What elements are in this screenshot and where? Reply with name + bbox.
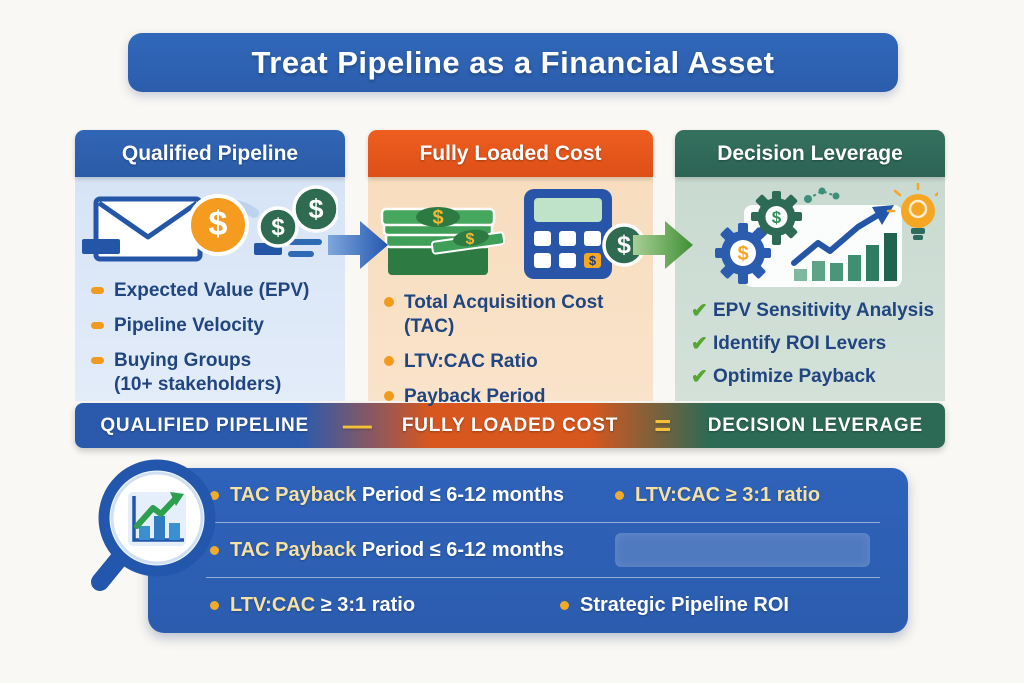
equation-term-fully-loaded-cost: FULLY LOADED COST xyxy=(401,414,619,436)
column-decision-leverage: Decision Leverage xyxy=(675,130,945,401)
gears-growth-icon: $ xyxy=(675,177,945,295)
divider xyxy=(206,577,880,578)
column-header-fully-loaded-cost: Fully Loaded Cost xyxy=(368,130,653,177)
summary-metric: LTV:CAC ≥ 3:1 ratio xyxy=(210,594,560,617)
check-icon: ✔ xyxy=(691,300,708,322)
column-body-fully-loaded-cost: $ $ $ xyxy=(368,177,653,407)
list-item: ✔ Identify ROI Levers xyxy=(691,332,945,356)
green-right-arrow-icon xyxy=(633,216,695,279)
orange-dash-icon xyxy=(91,357,104,364)
svg-text:$: $ xyxy=(617,231,631,259)
yellow-dot-icon xyxy=(615,490,624,500)
blue-right-arrow-icon xyxy=(328,216,390,279)
column-header-qualified-pipeline: Qualified Pipeline xyxy=(75,130,345,177)
divider xyxy=(206,522,880,523)
svg-text:$: $ xyxy=(588,253,596,268)
list-item-label: EPV Sensitivity Analysis xyxy=(713,300,935,321)
list-item: ✔ EPV Sensitivity Analysis xyxy=(691,299,945,323)
magnifier-chart-icon xyxy=(90,456,224,601)
list-item-label: Total Acquisition Cost (TAC) xyxy=(404,292,604,337)
check-icon: ✔ xyxy=(691,333,708,355)
list-item: Expected Value (EPV) xyxy=(91,279,345,303)
list-item-label: Identify ROI Levers xyxy=(713,333,887,354)
yellow-dot-icon xyxy=(210,545,219,555)
summary-metric: Strategic Pipeline ROI xyxy=(560,594,789,617)
list-item: ✔ Optimize Payback xyxy=(691,365,945,389)
orange-dot-icon xyxy=(384,391,394,401)
decision-leverage-list: ✔ EPV Sensitivity Analysis ✔ Identify RO… xyxy=(675,295,945,389)
title-banner: Treat Pipeline as a Financial Asset xyxy=(128,33,898,92)
list-item: LTV:CAC Ratio xyxy=(384,350,653,374)
summary-metric: LTV:CAC ≥ 3:1 ratio xyxy=(615,484,820,507)
summary-panel: TAC Payback Period ≤ 6-12 months LTV:CAC… xyxy=(148,468,908,633)
page-title: Treat Pipeline as a Financial Asset xyxy=(251,44,775,80)
svg-text:$: $ xyxy=(465,231,474,248)
summary-metric: TAC Payback Period ≤ 6-12 months xyxy=(210,484,615,507)
cash-calculator-icon: $ $ $ xyxy=(368,177,653,287)
list-item: Payback Period xyxy=(384,385,653,409)
svg-text:$: $ xyxy=(209,205,228,243)
summary-metric: TAC Payback Period ≤ 6-12 months xyxy=(210,539,615,562)
summary-row: LTV:CAC ≥ 3:1 ratio Strategic Pipeline R… xyxy=(148,578,908,632)
column-body-qualified-pipeline: $ $ $ Expected Value (EPV) Pipeline Velo… xyxy=(75,177,345,401)
list-item-sublabel: (10+ stakeholders) xyxy=(114,374,282,395)
column-qualified-pipeline: Qualified Pipeline $ $ $ xyxy=(75,130,345,401)
column-body-decision-leverage: $ xyxy=(675,177,945,401)
svg-text:$: $ xyxy=(432,207,443,229)
column-fully-loaded-cost: Fully Loaded Cost $ $ xyxy=(368,130,653,407)
equation-term-decision-leverage: DECISION LEVERAGE xyxy=(707,414,923,436)
summary-row: TAC Payback Period ≤ 6-12 months LTV:CAC… xyxy=(148,468,908,522)
list-item-label: Buying Groups xyxy=(114,350,252,371)
svg-text:$: $ xyxy=(271,214,285,241)
yellow-dot-icon xyxy=(210,490,219,500)
equals-operator: = xyxy=(654,409,672,442)
list-item-label: Expected Value (EPV) xyxy=(114,280,310,301)
equation-band: QUALIFIED PIPELINE — FULLY LOADED COST =… xyxy=(75,403,945,448)
list-item-label: Payback Period xyxy=(404,386,546,407)
svg-text:$: $ xyxy=(772,208,782,227)
svg-text:$: $ xyxy=(737,243,748,265)
qualified-pipeline-list: Expected Value (EPV) Pipeline Velocity B… xyxy=(75,275,345,397)
yellow-dot-icon xyxy=(210,600,219,610)
orange-dot-icon xyxy=(384,356,394,366)
minus-operator: — xyxy=(342,409,372,442)
orange-dash-icon xyxy=(91,322,104,329)
check-icon: ✔ xyxy=(691,366,708,388)
orange-dot-icon xyxy=(384,297,394,307)
summary-row: TAC Payback Period ≤ 6-12 months xyxy=(148,523,908,577)
fully-loaded-cost-list: Total Acquisition Cost (TAC) LTV:CAC Rat… xyxy=(368,287,653,409)
list-item: Pipeline Velocity xyxy=(91,314,345,338)
list-item: Buying Groups (10+ stakeholders) xyxy=(91,349,345,397)
yellow-dot-icon xyxy=(560,600,569,610)
envelope-coins-icon: $ $ $ xyxy=(75,177,345,275)
column-header-decision-leverage: Decision Leverage xyxy=(675,130,945,177)
blurred-text-patch xyxy=(615,533,870,567)
orange-dash-icon xyxy=(91,287,104,294)
list-item-label: Optimize Payback xyxy=(713,366,876,387)
list-item-label: Pipeline Velocity xyxy=(114,315,264,336)
list-item-label: LTV:CAC Ratio xyxy=(404,351,538,372)
svg-text:$: $ xyxy=(308,194,323,224)
equation-term-qualified-pipeline: QUALIFIED PIPELINE xyxy=(100,414,309,436)
list-item: Total Acquisition Cost (TAC) xyxy=(384,291,653,339)
